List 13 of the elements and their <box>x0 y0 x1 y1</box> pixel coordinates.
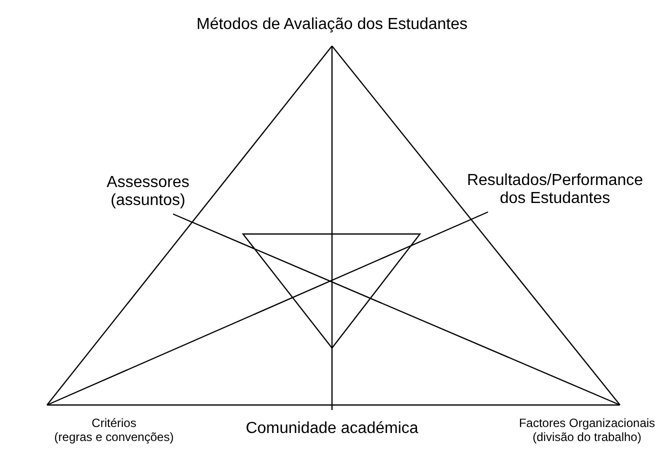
vertex-label: Comunidade académica <box>246 420 418 438</box>
vertex-label: Factores Organizacionais (divisão do trabalho) <box>518 417 656 445</box>
vertex-label: Métodos de Avaliação dos Estudantes <box>196 16 468 34</box>
line <box>172 213 620 406</box>
vertex-label: (regras e convenções) <box>54 431 174 445</box>
line <box>46 46 332 406</box>
line <box>331 46 333 410</box>
line <box>47 404 620 406</box>
vertex-label: Assessores (assuntos) <box>106 174 190 211</box>
line <box>332 46 620 406</box>
vertex-label: Critérios <box>92 417 136 432</box>
line <box>46 211 488 406</box>
vertex-label: Resultados/Performance dos Estudantes <box>466 172 644 209</box>
